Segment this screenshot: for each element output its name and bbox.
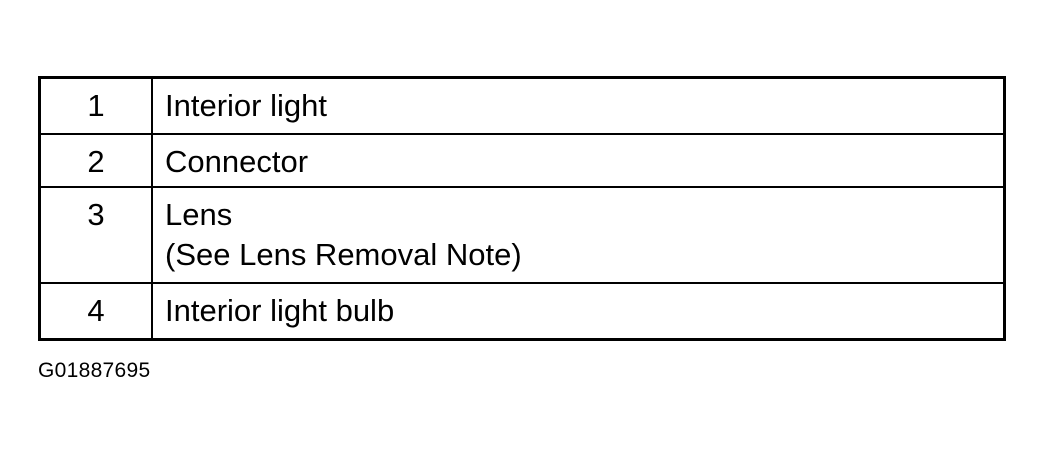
item-description-line: Lens [165, 197, 233, 232]
parts-legend-table: 1 Interior light 2 Connector 3 Lens (See… [38, 76, 1006, 341]
item-description: Connector [151, 133, 1006, 188]
item-description-line: Connector [165, 144, 309, 179]
item-number: 4 [38, 282, 153, 341]
figure-id: G01887695 [38, 359, 151, 382]
item-description-note: (See Lens Removal Note) [165, 237, 522, 272]
table-row: 1 Interior light [38, 76, 1006, 135]
item-number: 3 [38, 186, 153, 284]
item-description: Interior light [151, 76, 1006, 135]
item-description-line: Interior light [165, 88, 327, 123]
item-description: Interior light bulb [151, 282, 1006, 341]
table-row: 3 Lens (See Lens Removal Note) [38, 186, 1006, 284]
item-number: 2 [38, 133, 153, 188]
table-row: 4 Interior light bulb [38, 282, 1006, 341]
item-description-line: Interior light bulb [165, 293, 395, 328]
table-row: 2 Connector [38, 133, 1006, 188]
item-number: 1 [38, 76, 153, 135]
item-description: Lens (See Lens Removal Note) [151, 186, 1006, 284]
